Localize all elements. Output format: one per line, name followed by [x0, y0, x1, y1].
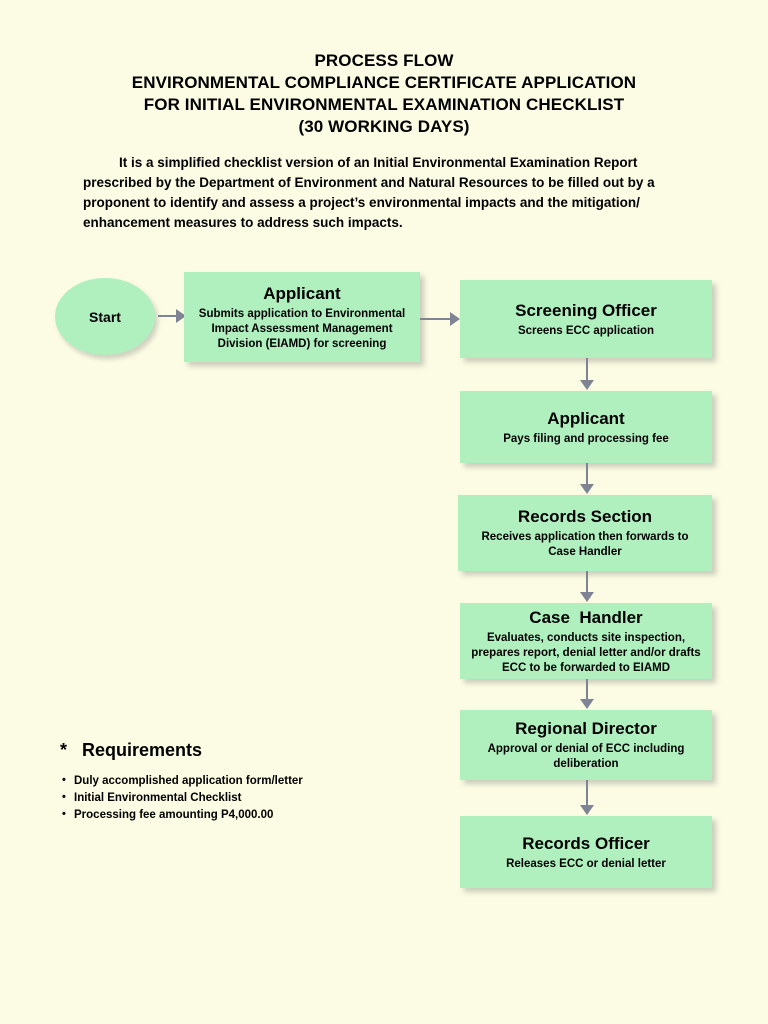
- requirements-heading: * Requirements: [60, 740, 203, 760]
- node-case-handler-title: Case Handler: [529, 607, 643, 627]
- node-records-section: Records Section Receives application the…: [458, 495, 712, 571]
- requirements-section: * Requirements Duly accomplished applica…: [60, 740, 390, 824]
- node-records-officer: Records Officer Releases ECC or denial l…: [460, 816, 712, 888]
- node-records-officer-desc: Releases ECC or denial letter: [506, 857, 666, 870]
- node-case-handler: Case Handler Evaluates, conducts site in…: [460, 603, 712, 679]
- title-line-1: PROCESS FLOW: [314, 51, 454, 70]
- node-screening-officer-desc: Screens ECC application: [517, 324, 655, 337]
- page-title: PROCESS FLOW ENVIRONMENTAL COMPLIANCE CE…: [0, 50, 768, 138]
- requirement-item: Initial Environmental Checklist: [60, 789, 390, 807]
- arrow-start-to-applicant-submit: [158, 309, 186, 323]
- arrow-regional-director-to-records-officer: [580, 780, 594, 816]
- node-records-officer-title: Records Officer: [522, 833, 650, 853]
- title-line-2: ENVIRONMENTAL COMPLIANCE CERTIFICATE APP…: [131, 73, 637, 92]
- arrow-applicant-submit-to-screening-officer: [420, 312, 462, 326]
- requirement-item: Duly accomplished application form/lette…: [60, 772, 390, 790]
- node-regional-director: Regional Director Approval or denial of …: [460, 710, 712, 780]
- requirements-list: Duly accomplished application form/lette…: [60, 772, 390, 824]
- node-screening-officer: Screening Officer Screens ECC applicatio…: [460, 280, 712, 358]
- title-line-3: FOR INITIAL ENVIRONMENTAL EXAMINATION CH…: [143, 95, 625, 114]
- node-regional-director-desc: Approval or denial of ECC including deli…: [487, 743, 685, 770]
- node-records-section-desc: Receives application then forwards to Ca…: [481, 531, 689, 558]
- node-applicant-pays: Applicant Pays filing and processing fee: [460, 391, 712, 463]
- requirement-item: Processing fee amounting P4,000.00: [60, 806, 390, 824]
- node-regional-director-title: Regional Director: [515, 719, 657, 738]
- intro-paragraph: It is a simplified checklist version of …: [83, 155, 655, 230]
- node-records-section-title: Records Section: [517, 507, 653, 526]
- node-case-handler-desc: Evaluates, conducts site inspection, pre…: [471, 631, 701, 674]
- node-applicant-submit-desc: Submits application to Environmental Imp…: [198, 307, 406, 350]
- start-node: Start: [55, 278, 155, 355]
- start-node-label: Start: [89, 308, 121, 325]
- node-screening-officer-title: Screening Officer: [515, 300, 657, 320]
- node-applicant-pays-title: Applicant: [547, 408, 625, 428]
- title-line-4: (30 WORKING DAYS): [298, 117, 470, 136]
- node-applicant-pays-desc: Pays filing and processing fee: [503, 432, 669, 445]
- arrow-screening-officer-to-applicant-pays: [580, 358, 594, 391]
- node-applicant-submit: Applicant Submits application to Environ…: [184, 272, 420, 362]
- arrow-case-handler-to-regional-director: [580, 679, 594, 710]
- node-applicant-submit-title: Applicant: [263, 283, 341, 303]
- arrow-records-section-to-case-handler: [580, 571, 594, 603]
- arrow-applicant-pays-to-records-section: [580, 463, 594, 495]
